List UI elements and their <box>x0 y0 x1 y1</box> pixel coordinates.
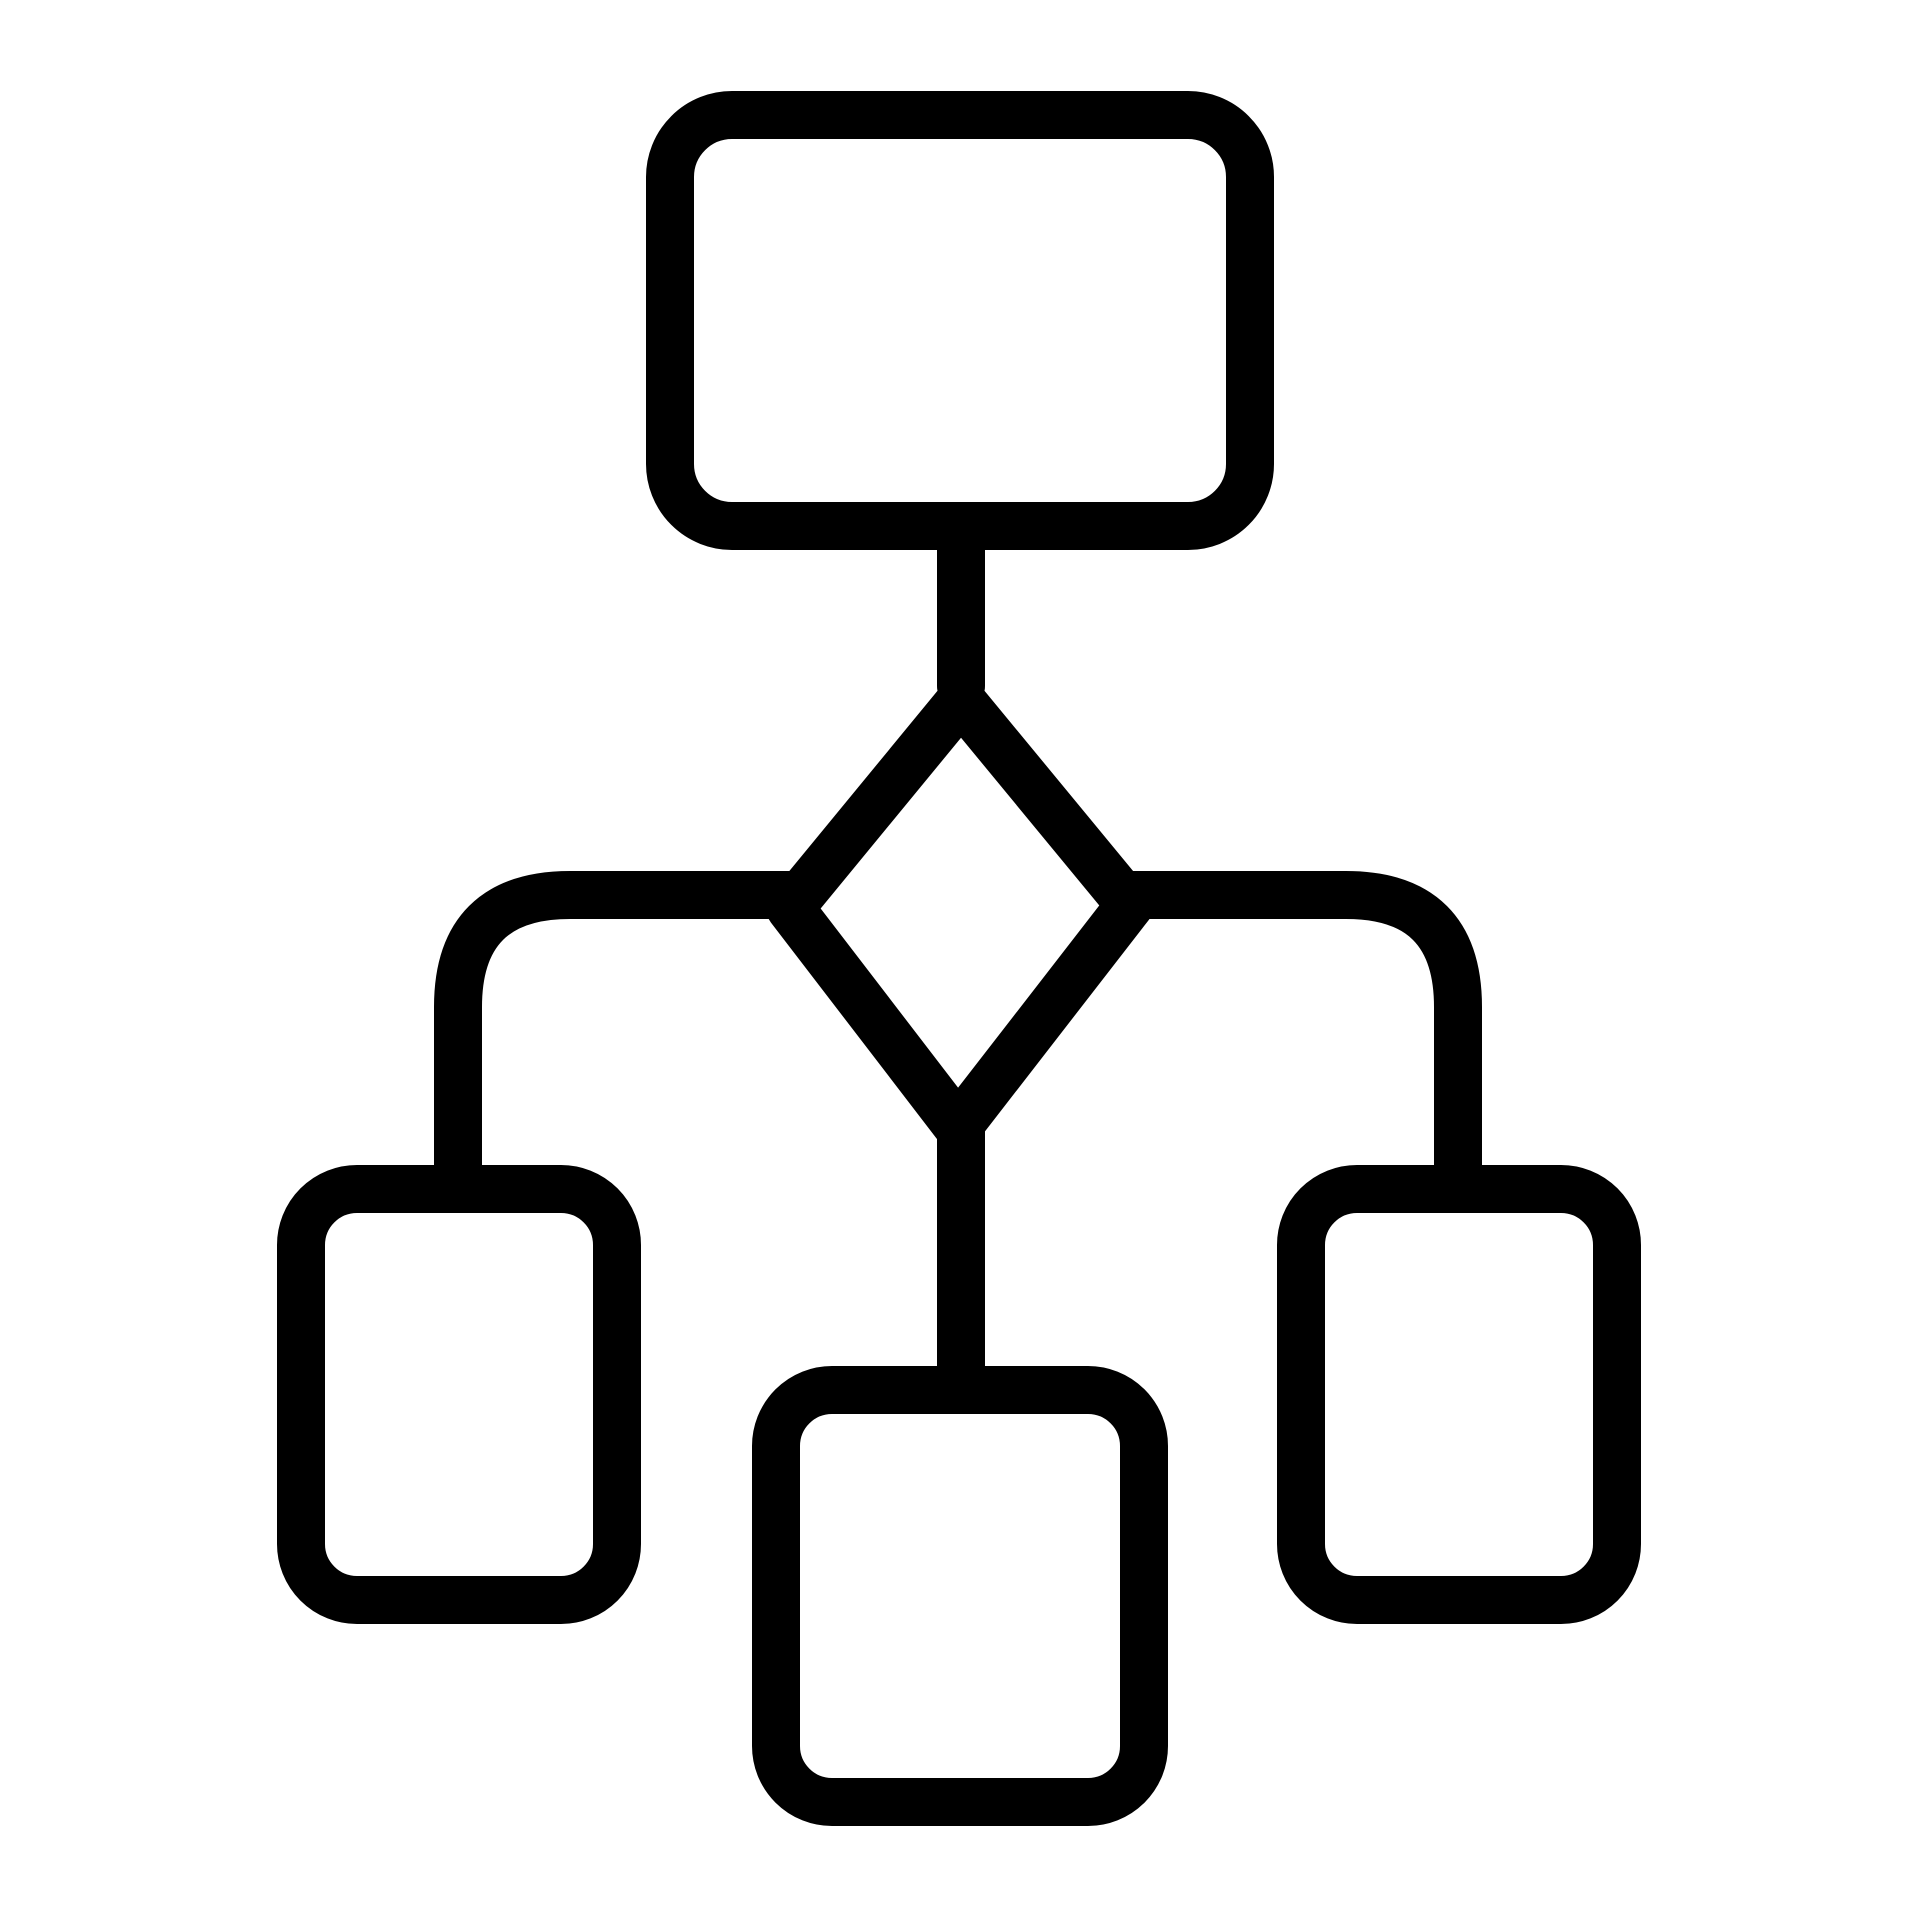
bottom-process-box <box>752 1366 1168 1826</box>
left-process-box <box>277 1165 641 1624</box>
top-process-box <box>646 91 1274 550</box>
connector-decision-to-left <box>434 871 904 1189</box>
decision-diamond <box>766 676 1154 1151</box>
right-process-box <box>1277 1165 1641 1624</box>
connector-decision-to-right <box>1016 871 1482 1189</box>
